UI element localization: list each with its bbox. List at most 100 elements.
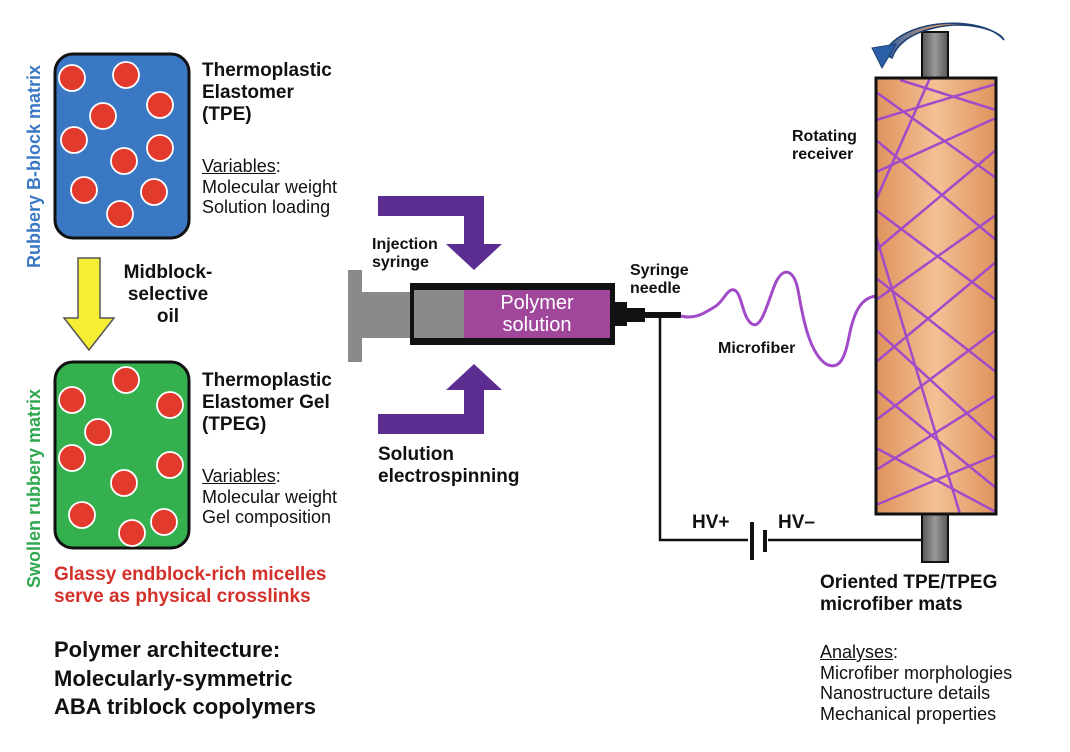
rotating-drum <box>876 78 996 514</box>
injection-syringe-label: Injection syringe <box>372 236 438 273</box>
analyses-item: Mechanical properties <box>820 704 997 725</box>
micelle-dot <box>118 519 146 547</box>
tpe-variables-colon: : <box>275 156 281 176</box>
tpe-variable-item: Solution loading <box>202 197 331 218</box>
tpeg-micelles <box>58 366 184 547</box>
micelle-dot <box>150 508 178 536</box>
micelle-dot <box>156 451 184 479</box>
micelle-dot <box>68 501 96 529</box>
analyses-colon: : <box>893 642 899 662</box>
oil-label-line: oil <box>156 305 180 327</box>
micelle-dot <box>140 178 168 206</box>
micelle-dot <box>60 126 88 154</box>
tpeg-variables: Variables: Molecular weight Gel composit… <box>202 466 337 528</box>
micelle-dot <box>106 200 134 228</box>
rubbery-matrix-label: Rubbery B-block matrix <box>24 64 44 268</box>
tpe-variables-label: Variables <box>202 156 276 176</box>
tpe-micelles <box>58 61 174 228</box>
electrospinning-line: electrospinning <box>378 465 520 487</box>
syringe-needle <box>645 312 681 318</box>
drum-fiber-mat <box>876 78 996 514</box>
solution-feed-arrow-top <box>378 196 502 270</box>
syringe-hub <box>627 308 645 322</box>
polymer-solution-line: Polymer <box>500 292 574 314</box>
mats-caption-line: microfiber mats <box>820 593 963 615</box>
analyses-item: Nanostructure details <box>820 683 991 704</box>
swelling-arrow <box>62 257 116 352</box>
swollen-matrix-label: Swollen rubbery matrix <box>24 388 44 588</box>
micelle-dot <box>112 61 140 89</box>
drum-shaft-bottom <box>921 511 949 563</box>
tpeg-variable-item: Molecular weight <box>202 486 338 507</box>
rotating-receiver-line: Rotating <box>792 128 857 145</box>
architecture-line: Polymer architecture: <box>54 637 281 662</box>
micelle-dot <box>112 366 140 394</box>
solution-feed-arrow-bottom <box>378 364 502 434</box>
tpeg-variables-colon: : <box>275 466 281 486</box>
tpe-variables: Variables: Molecular weight Solution loa… <box>202 156 337 218</box>
tpe-title-line: Elastomer <box>202 81 294 103</box>
architecture-caption: Polymer architecture: Molecularly-symmet… <box>54 636 316 722</box>
micelle-dot <box>146 134 174 162</box>
micelles-caption: Glassy endblock-rich micelles serve as p… <box>54 564 326 608</box>
syringe-plunger-head <box>414 290 464 338</box>
syringe-plunger-rod <box>362 292 410 338</box>
tpe-title: Thermoplastic Elastomer (TPE) <box>202 60 332 126</box>
mats-caption: Oriented TPE/TPEG microfiber mats <box>820 572 997 616</box>
rotating-receiver-line: receiver <box>792 146 854 164</box>
rotation-arrow <box>883 22 1005 60</box>
mats-caption-line: Oriented TPE/TPEG <box>820 572 998 593</box>
micelle-dot <box>70 176 98 204</box>
syringe-tip <box>615 302 627 326</box>
micelles-caption-line: Glassy endblock-rich micelles <box>54 564 327 585</box>
micelle-dot <box>156 391 184 419</box>
micelles-caption-line: serve as physical crosslinks <box>54 585 311 607</box>
tpeg-variable-item: Gel composition <box>202 507 332 528</box>
micelle-dot <box>58 444 86 472</box>
micelle-dot <box>146 91 174 119</box>
micelle-dot <box>89 102 117 130</box>
rotation-arrow-head <box>871 43 897 70</box>
architecture-line: ABA triblock copolymers <box>54 694 317 720</box>
injection-syringe-line: syringe <box>372 254 429 272</box>
electrospinning-line: Solution <box>378 444 454 465</box>
micelle-dot <box>84 418 112 446</box>
micelle-dot <box>110 469 138 497</box>
electrospinning-label: Solution electrospinning <box>378 444 519 488</box>
analyses-item: Microfiber morphologies <box>820 662 1013 683</box>
micelle-dot <box>110 147 138 175</box>
oil-label: Midblock- selective oil <box>110 262 226 328</box>
tpeg-title: Thermoplastic Elastomer Gel (TPEG) <box>202 370 332 436</box>
analyses-label: Analyses <box>820 642 894 662</box>
syringe-needle-line: needle <box>630 280 681 298</box>
injection-syringe-line: Injection <box>372 236 438 253</box>
micelle-dot <box>58 386 86 414</box>
tpeg-matrix-box <box>53 360 191 550</box>
tpe-variable-item: Molecular weight <box>202 176 338 197</box>
tpe-title-line: Thermoplastic <box>202 60 332 81</box>
tpeg-title-line: Elastomer Gel <box>202 391 330 413</box>
tpeg-title-line: (TPEG) <box>202 413 267 435</box>
architecture-line: Molecularly-symmetric <box>54 665 293 691</box>
oil-label-line: selective <box>127 283 209 305</box>
ground-wire <box>658 318 748 542</box>
drum-outline <box>874 76 998 516</box>
oil-label-line: Midblock- <box>123 262 213 283</box>
syringe-needle-label: Syringe needle <box>630 262 689 299</box>
tpe-title-line: (TPE) <box>202 103 252 125</box>
rotating-receiver-label: Rotating receiver <box>792 128 857 165</box>
tpeg-variables-label: Variables <box>202 466 276 486</box>
polymer-solution-label: Polymer solution <box>464 292 610 336</box>
analyses-list: Analyses: Microfiber morphologies Nanost… <box>820 642 1012 725</box>
micelle-dot <box>58 64 86 92</box>
drum-shaft-top <box>921 31 949 81</box>
microfiber-label: Microfiber <box>718 340 796 357</box>
hv-plus-label: HV+ <box>692 512 730 533</box>
syringe-needle-line: Syringe <box>630 262 689 279</box>
tpeg-title-line: Thermoplastic <box>202 370 332 391</box>
hv-minus-label: HV– <box>778 512 815 533</box>
microfiber-strand <box>680 270 877 368</box>
syringe-plunger-flange <box>348 270 362 362</box>
polymer-solution-line: solution <box>502 314 572 336</box>
